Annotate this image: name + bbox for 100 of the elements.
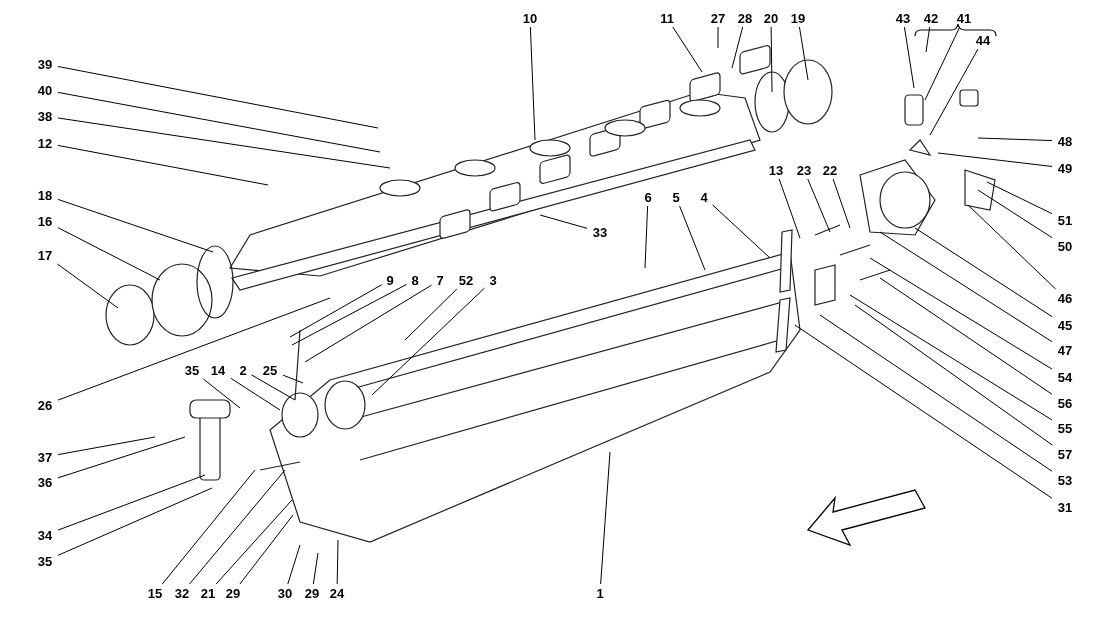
leader-line (287, 544, 301, 585)
callout-number: 11 (660, 11, 674, 25)
leader-line (925, 26, 931, 53)
leader-line (679, 205, 706, 271)
callout-number: 27 (710, 11, 726, 25)
leader-line (304, 284, 432, 363)
leader-line (986, 181, 1053, 215)
callout-number: 35 (37, 554, 53, 568)
callout-number: 7 (436, 273, 444, 287)
leader-line (289, 284, 382, 338)
leader-line (57, 227, 161, 281)
leader-line (879, 231, 1053, 343)
leader-line (832, 178, 851, 229)
callout-number: 1 (596, 586, 604, 600)
callout-number: 5 (672, 190, 680, 204)
leader-line (57, 297, 331, 401)
leader-line (539, 214, 588, 229)
leader-line (282, 374, 304, 384)
leader-line (869, 257, 1053, 370)
leader-line (336, 539, 339, 585)
callout-number: 33 (592, 225, 608, 239)
callout-number: 8 (411, 273, 419, 287)
leader-line (854, 304, 1053, 446)
leader-line (807, 178, 831, 233)
leader-line (770, 26, 773, 93)
callout-number: 43 (895, 11, 911, 25)
callout-number: 13 (768, 163, 784, 177)
callout-number: 18 (37, 188, 53, 202)
callout-number: 24 (329, 586, 345, 600)
callout-number: 29 (304, 586, 320, 600)
leader-line (57, 91, 381, 153)
leader-line (644, 205, 649, 269)
callout-number: 49 (1057, 161, 1073, 175)
leader-line (798, 26, 809, 81)
callout-number: 55 (1057, 421, 1073, 435)
leader-line (189, 469, 286, 585)
callout-number: 57 (1057, 447, 1073, 461)
leader-line (967, 204, 1057, 290)
callout-number: 50 (1057, 239, 1073, 253)
callout-number: 16 (37, 214, 53, 228)
callout-number: 23 (796, 163, 812, 177)
callout-number: 56 (1057, 396, 1073, 410)
leader-line (291, 284, 407, 346)
leader-line (778, 178, 801, 239)
leader-line (57, 144, 269, 186)
callout-number: 31 (1057, 500, 1073, 514)
callout-number: 19 (790, 11, 806, 25)
leader-line (57, 117, 391, 169)
callout-number: 40 (37, 83, 53, 97)
callout-number: 45 (1057, 318, 1073, 332)
leader-line (57, 198, 214, 253)
leader-line (849, 294, 1053, 421)
callout-number: 54 (1057, 370, 1073, 384)
leader-line (794, 324, 1053, 499)
leader-line (977, 189, 1053, 239)
callout-number: 36 (37, 475, 53, 489)
callout-number: 12 (37, 136, 53, 150)
callout-number: 38 (37, 109, 53, 123)
callout-number: 52 (458, 273, 474, 287)
callout-number: 51 (1057, 213, 1073, 227)
callout-number: 22 (822, 163, 838, 177)
callout-number: 46 (1057, 291, 1073, 305)
leader-line (57, 474, 206, 531)
callout-number: 41 (956, 11, 972, 25)
callout-number: 21 (200, 586, 216, 600)
callout-number: 48 (1057, 134, 1073, 148)
leader-line (937, 152, 1053, 167)
leader-line (879, 277, 1053, 395)
callout-number: 53 (1057, 473, 1073, 487)
leader-line (57, 436, 186, 479)
callout-number: 25 (262, 363, 278, 377)
callout-number: 20 (763, 11, 779, 25)
callout-number: 35 (184, 363, 200, 377)
callout-number: 30 (277, 586, 293, 600)
callout-number: 10 (522, 11, 538, 25)
leader-line (239, 514, 294, 585)
callout-number: 17 (37, 248, 53, 262)
callout-number: 9 (386, 273, 394, 287)
leader-line (914, 227, 1053, 318)
leader-line (672, 26, 703, 73)
callout-number: 2 (239, 363, 247, 377)
leader-line (215, 499, 293, 585)
leader-line (56, 263, 119, 309)
leader-line (819, 314, 1053, 472)
leader-line (717, 26, 719, 49)
leader-line (924, 26, 961, 101)
leader-line (712, 204, 771, 259)
callout-number: 39 (37, 57, 53, 71)
callout-number: 29 (225, 586, 241, 600)
leader-line (202, 378, 241, 409)
callout-number: 34 (37, 528, 53, 542)
callout-number: 6 (644, 190, 652, 204)
callout-number: 4 (700, 190, 708, 204)
callout-number: 32 (174, 586, 190, 600)
leader-line (977, 137, 1053, 142)
callout-number: 3 (489, 273, 497, 287)
leader-line (57, 436, 156, 456)
callout-number: 15 (147, 586, 163, 600)
callout-number: 47 (1057, 343, 1073, 357)
leader-line (903, 26, 915, 89)
